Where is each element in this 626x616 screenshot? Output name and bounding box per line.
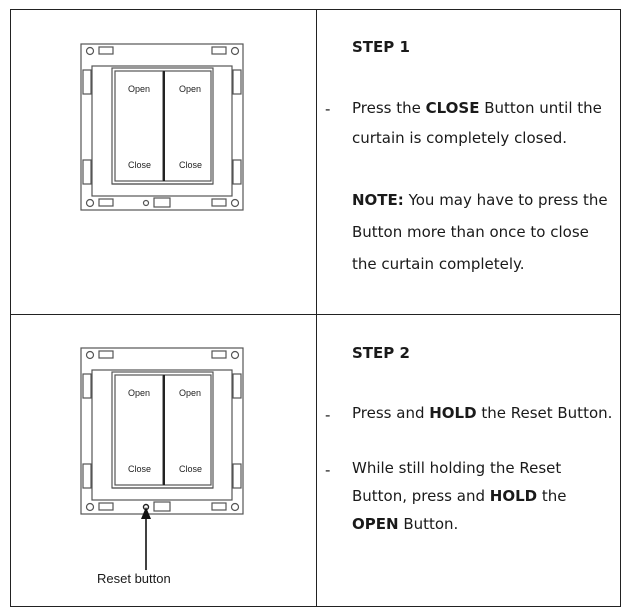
step1-instruction-post: Button until the curtain is completely c… [352, 99, 602, 147]
switch-close-label-right: Close [179, 464, 202, 474]
step2-bullet2-post: Button. [398, 515, 459, 533]
switch-open-label-right: Open [179, 84, 201, 94]
step2-bullet2-mid: the [537, 487, 567, 505]
step1-dash: - [325, 100, 331, 118]
step2-bullet-2: While still holding the Reset Button, pr… [352, 454, 614, 538]
switch-illustration-step2: Open Open Close Close [80, 347, 244, 515]
step2-title: STEP 2 [352, 344, 410, 362]
switch-illustration-step1: Open Open Close Close [80, 43, 244, 211]
step2-bullet1-pre: Press and [352, 404, 430, 422]
step2-bullet2-bold1: HOLD [489, 487, 538, 505]
reset-arrow-icon [141, 507, 151, 570]
table-middle-border [10, 314, 621, 315]
switch-close-label-left: Close [128, 160, 151, 170]
step2-bullet-1: Press and HOLD the Reset Button. [352, 399, 614, 427]
switch-close-label-left: Close [128, 464, 151, 474]
reset-button-label: Reset button [97, 571, 171, 586]
switch-open-label-left: Open [128, 388, 150, 398]
step1-instruction: Press the CLOSE Button until the curtain… [352, 93, 614, 153]
step2-bullet2-bold2: OPEN [352, 515, 399, 533]
table-center-border [316, 9, 317, 607]
table-left-border [10, 9, 11, 607]
step1-title: STEP 1 [352, 38, 410, 56]
table-bottom-border [10, 606, 621, 607]
step2-bullet1-post: the Reset Button. [476, 404, 613, 422]
step2-dash-1: - [325, 406, 331, 424]
step1-instruction-bold: CLOSE [425, 99, 480, 117]
step2-dash-2: - [325, 461, 331, 479]
step1-instruction-pre: Press the [352, 99, 426, 117]
step1-note: NOTE: You may have to press the Button m… [352, 184, 614, 280]
step2-bullet2-pre: While still holding the Reset Button, pr… [352, 459, 562, 505]
step2-bullet1-bold: HOLD [429, 404, 477, 422]
switch-close-label-right: Close [179, 160, 202, 170]
table-top-border [10, 9, 621, 10]
switch-open-label-right: Open [179, 388, 201, 398]
step1-note-label: NOTE: [352, 191, 404, 209]
step1-note-text: You may have to press the Button more th… [352, 191, 608, 273]
switch-open-label-left: Open [128, 84, 150, 94]
table-right-border [620, 9, 621, 607]
